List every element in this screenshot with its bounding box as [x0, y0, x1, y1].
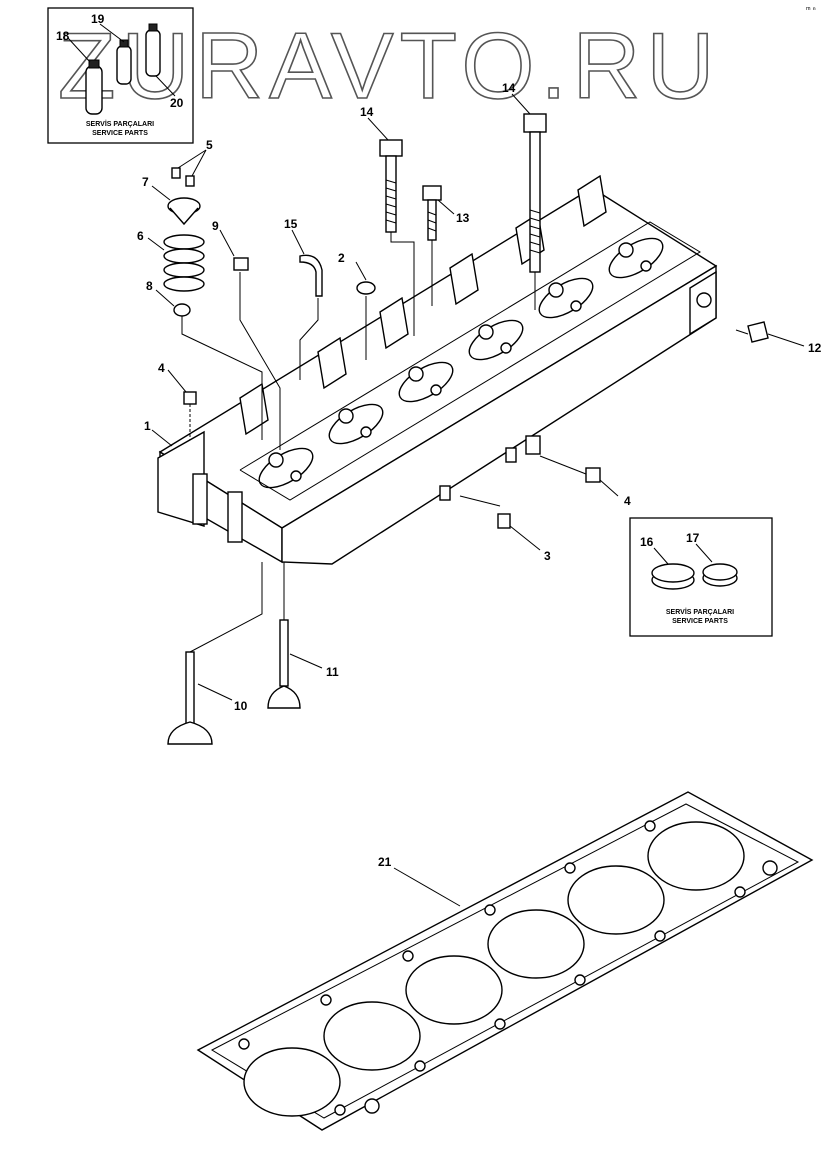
callout-1: 1 — [144, 419, 151, 433]
callout-12: 12 — [808, 341, 822, 355]
callout-10: 10 — [234, 699, 248, 713]
callout-11: 11 — [326, 665, 339, 679]
plug-part-12 — [747, 321, 769, 343]
assembly-guide-lines — [181, 232, 749, 507]
bolt-part-14-right — [523, 113, 547, 273]
seal-part-8 — [173, 303, 191, 317]
seal-part-2 — [356, 281, 376, 295]
label-17: 17 — [686, 531, 700, 545]
label-16: 16 — [640, 535, 654, 549]
retainer-part-7 — [167, 197, 201, 226]
service-part-19-sleeve — [116, 39, 132, 85]
watermark-text: ZURAVTO.RU — [58, 13, 720, 118]
callout-7: 7 — [142, 175, 149, 189]
callout-13: 13 — [456, 211, 470, 225]
callout-4-side: 4 — [624, 494, 631, 508]
callout-21: 21 — [378, 855, 392, 869]
label-18: 18 — [56, 29, 70, 43]
service-part-18-sleeve — [85, 59, 103, 115]
callout-3: 3 — [544, 549, 551, 563]
inset-service-parts-top-left: 18 19 20 SERVİS PARÇALARI SERVICE PARTS — [47, 7, 194, 144]
bolt-part-14-left — [379, 139, 403, 233]
callout-5: 5 — [206, 138, 213, 152]
keeper-part-5 — [171, 167, 195, 187]
head-gasket-part-21 — [196, 791, 814, 1131]
bolt-part-13 — [422, 185, 442, 241]
cylinder-head-part-1 — [157, 174, 718, 565]
cap-part-9 — [233, 257, 249, 271]
cam-towers — [239, 174, 607, 436]
nut-part-4-top — [183, 391, 197, 440]
callout-4-top: 4 — [158, 361, 165, 375]
label-19: 19 — [91, 12, 105, 26]
label-20: 20 — [170, 96, 184, 110]
callout-9: 9 — [212, 219, 219, 233]
callout-6: 6 — [137, 229, 144, 243]
inset-top-caption-en: SERVICE PARTS — [92, 130, 148, 137]
inset-top-caption-tr: SERVİS PARÇALARI — [86, 120, 154, 128]
callout-14-right: 14 — [502, 81, 516, 95]
callout-2: 2 — [338, 251, 345, 265]
callout-15: 15 — [284, 217, 298, 231]
callout-numbers: 1 2 3 4 4 5 6 7 8 9 10 11 12 13 14 14 15… — [137, 81, 822, 869]
valve-bridges — [258, 237, 664, 489]
bolt-part-3 — [497, 513, 511, 529]
nut-part-4-side — [585, 467, 601, 483]
inset-service-parts-right: 16 17 SERVİS PARÇALARI SERVICE PARTS — [629, 517, 773, 637]
callout-14-left: 14 — [360, 105, 374, 119]
bracket-part-15 — [299, 254, 323, 297]
service-part-20-sleeve — [145, 23, 161, 77]
valve-part-11 — [267, 562, 301, 709]
service-part-16-ring — [651, 563, 695, 590]
valve-part-10 — [167, 562, 263, 745]
callout-leaders — [147, 93, 805, 907]
inset-right-caption-en: SERVICE PARTS — [672, 618, 728, 625]
spring-part-6 — [163, 234, 205, 292]
inset-right-caption-tr: SERVİS PARÇALARI — [666, 608, 734, 616]
callout-8: 8 — [146, 279, 153, 293]
corner-mark: ᵐ ⁿ — [806, 5, 816, 14]
service-part-17-ring — [702, 563, 738, 587]
